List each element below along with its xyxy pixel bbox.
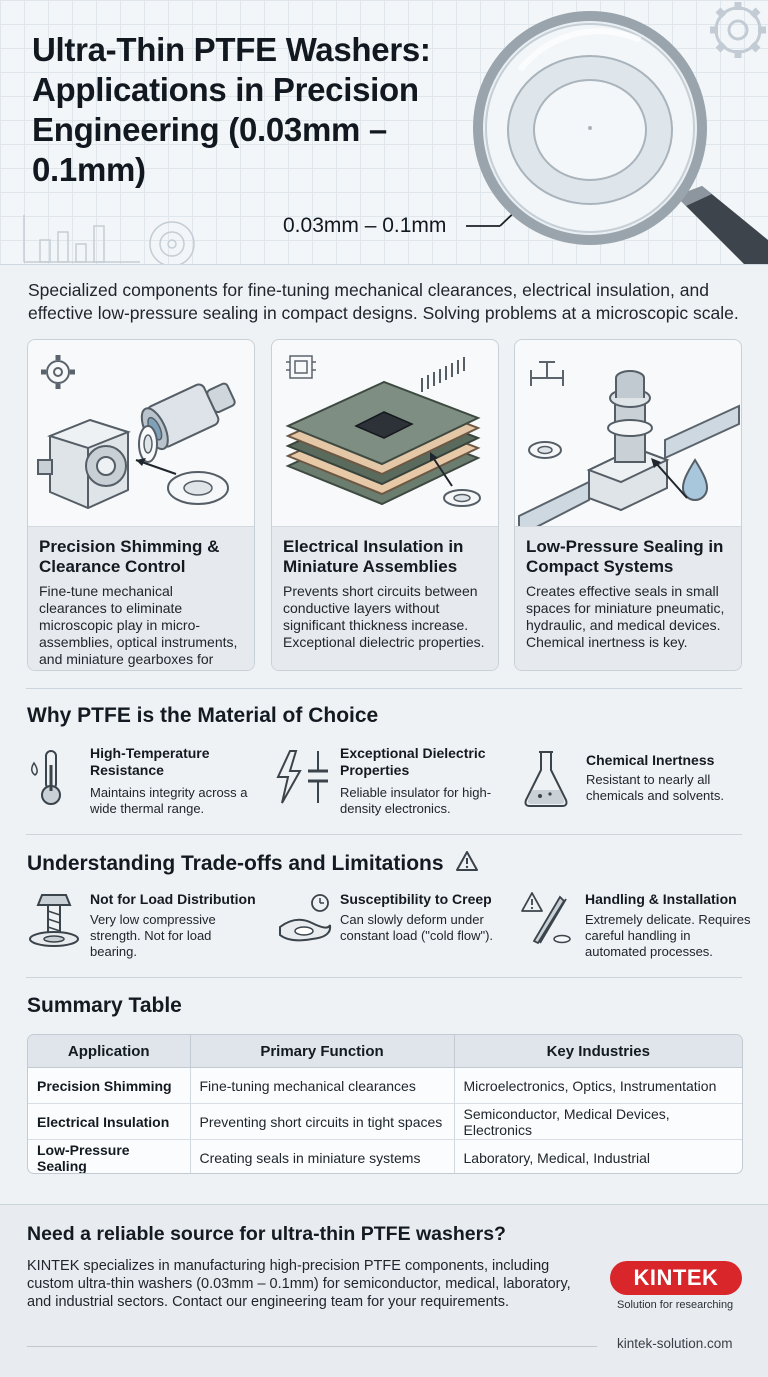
column-header: Key Industries — [454, 1035, 742, 1068]
capacitor-icon — [276, 750, 328, 804]
section-divider — [26, 688, 742, 689]
feature-dielectric: Exceptional Dielectric Properties Reliab… — [276, 745, 504, 825]
card-body: Precision Shimming & Clearance Control F… — [28, 526, 254, 670]
feature-description: Maintains integrity across a wide therma… — [90, 785, 248, 816]
tradeoffs-section-title: Understanding Trade-offs and Limitations — [27, 850, 479, 876]
table-cell-function: Creating seals in miniature systems — [190, 1139, 455, 1173]
feature-description: Very low compressive strength. Not for l… — [90, 912, 216, 959]
tradeoffs-title-text: Understanding Trade-offs and Limitations — [27, 852, 444, 875]
header-banner: Ultra-Thin PTFE Washers: Applications in… — [0, 0, 768, 265]
magnifier-illustration — [23, 2, 768, 264]
summary-table: Application Primary Function Key Industr… — [27, 1034, 743, 1174]
valve-illustration — [518, 361, 740, 526]
magnifier-handle — [676, 186, 768, 264]
table-row: Low-Pressure Sealing Creating seals in m… — [28, 1139, 742, 1173]
card-body: Low-Pressure Sealing in Compact Systems … — [515, 526, 741, 670]
footer-divider — [27, 1346, 597, 1347]
column-header: Application — [28, 1035, 191, 1068]
cta-text: KINTEK specializes in manufacturing high… — [27, 1258, 571, 1310]
table-cell-industries: Laboratory, Medical, Industrial — [463, 1149, 651, 1166]
summary-section-title: Summary Table — [27, 994, 182, 1017]
feature-title: Exceptional Dielectric Properties — [340, 745, 486, 778]
feature-title: Susceptibility to Creep — [340, 891, 492, 907]
card-title: Low-Pressure Sealing in Compact Systems — [526, 537, 724, 576]
flask-icon — [524, 751, 568, 807]
table-cell-industries: Microelectronics, Optics, Instrumentatio… — [454, 1067, 742, 1104]
gearbox-illustration — [37, 355, 236, 510]
thermometer-icon — [31, 750, 61, 805]
card-low-pressure-sealing: Low-Pressure Sealing in Compact Systems … — [514, 339, 742, 671]
website-link[interactable]: kintek-solution.com — [617, 1336, 733, 1351]
feature-title: High-Temperature Resistance — [90, 745, 210, 778]
feature-chemical-inertness: Chemical Inertness Resistant to nearly a… — [522, 748, 750, 828]
creep-icon — [279, 894, 332, 942]
card-description: Prevents short circuits between conducti… — [283, 583, 485, 650]
table-cell-function: Preventing short circuits in tight space… — [190, 1103, 455, 1140]
chip-icon — [286, 355, 316, 379]
limitation-handling: Handling & Installation Extremely delica… — [520, 891, 751, 971]
feature-description: Resistant to nearly all chemicals and so… — [586, 772, 725, 803]
table-cell-function: Fine-tuning mechanical clearances — [190, 1067, 455, 1104]
footer-cta: Need a reliable source for ultra-thin PT… — [0, 1204, 768, 1377]
table-header-row: Application Primary Function Key Industr… — [28, 1035, 742, 1068]
table-cell-application: Precision Shimming — [28, 1067, 191, 1104]
tweezers-icon — [521, 892, 571, 945]
summary-table-grid: Application Primary Function Key Industr… — [28, 1035, 742, 1173]
feature-description: Can slowly deform under constant load ("… — [340, 912, 494, 943]
thickness-range-label: 0.03mm – 0.1mm — [283, 214, 447, 237]
table-cell-application: Electrical Insulation — [28, 1103, 191, 1140]
column-header: Primary Function — [190, 1035, 455, 1068]
table-row: Precision Shimming Fine-tuning mechanica… — [28, 1067, 742, 1104]
pcb-stack-illustration — [285, 355, 481, 507]
page-title: Ultra-Thin PTFE Washers: Applications in… — [32, 31, 431, 188]
table-row: Electrical Insulation Preventing short c… — [28, 1103, 742, 1140]
card-description: Creates effective seals in small spaces … — [526, 583, 725, 650]
card-body: Electrical Insulation in Miniature Assem… — [272, 526, 498, 670]
card-description: Fine-tune mechanical clearances to elimi… — [39, 583, 238, 670]
feature-title: Chemical Inertness — [586, 752, 715, 768]
why-section-title: Why PTFE is the Material of Choice — [27, 704, 379, 727]
section-divider — [26, 977, 742, 978]
card-title: Electrical Insulation in Miniature Assem… — [283, 537, 464, 576]
gear-icon — [710, 2, 766, 58]
limitation-creep: Susceptibility to Creep Can slowly defor… — [276, 891, 504, 971]
feature-description: Extremely delicate. Requires careful han… — [585, 912, 751, 959]
limitation-load: Not for Load Distribution Very low compr… — [26, 891, 256, 971]
section-divider — [26, 834, 742, 835]
warning-icon — [456, 851, 479, 871]
table-cell-industries: Semiconductor, Medical Devices, Electron… — [454, 1103, 742, 1140]
intro-paragraph: Specialized components for fine-tuning m… — [28, 280, 739, 323]
card-electrical-insulation: Electrical Insulation in Miniature Assem… — [271, 339, 499, 671]
bolt-icon — [29, 894, 79, 947]
logo-tagline: Solution for researching — [617, 1299, 734, 1311]
feature-title: Not for Load Distribution — [90, 891, 256, 907]
kintek-logo[interactable]: KINTEK — [610, 1261, 742, 1295]
card-precision-shimming: Precision Shimming & Clearance Control F… — [27, 339, 255, 671]
table-cell-application: Low-Pressure Sealing — [28, 1139, 191, 1173]
card-title: Precision Shimming & Clearance Control — [39, 537, 220, 576]
valve-icon — [530, 361, 564, 386]
gear-icon — [41, 355, 75, 389]
cta-title: Need a reliable source for ultra-thin PT… — [27, 1223, 506, 1245]
feature-title: Handling & Installation — [585, 891, 737, 907]
background-chart-sketch — [23, 215, 195, 264]
feature-high-temperature: High-Temperature Resistance Maintains in… — [26, 745, 254, 825]
feature-description: Reliable insulator for high-density elec… — [340, 785, 492, 816]
